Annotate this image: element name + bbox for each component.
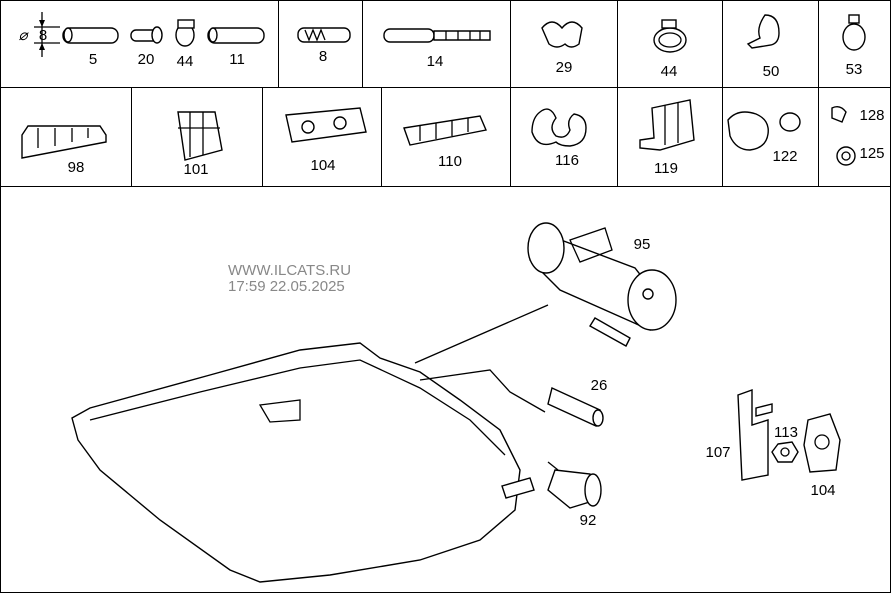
part-label-104[interactable]: 104 [310,157,336,174]
part-label-113[interactable]: 113 [774,424,798,441]
watermark-site: WWW.ILCATS.RU [228,262,352,279]
fuel-tank-icon [71,342,535,583]
watermark: WWW.ILCATS.RU 17:59 22.05.2025 [228,263,351,295]
braided-hose-8-icon [297,27,351,43]
cell-row1-50 [723,0,819,88]
fuel-line-icon [419,369,546,413]
part-label-107[interactable]: 107 [705,444,731,461]
cell-row1-14 [363,0,511,88]
bracket-107-icon [737,389,773,481]
clip-101-icon [177,111,223,161]
part-label-26[interactable]: 26 [590,377,608,394]
diameter-value: 8 [38,27,48,44]
hose-5-icon [62,27,119,44]
part-label-11[interactable]: 11 [229,51,245,68]
fuel-filter-92-icon [547,461,602,509]
holder-104b-icon [803,413,841,473]
sleeve-20-icon [130,26,163,44]
cell-row1-29 [511,0,618,88]
dimension-marker [34,12,60,57]
part-label-8[interactable]: 8 [318,48,328,65]
cell-row2-101 [132,88,263,187]
cell-row1-8 [279,0,363,88]
fuel-pump-95-icon [527,222,677,347]
part-label-14[interactable]: 14 [426,53,444,70]
part-label-20[interactable]: 20 [137,51,155,68]
cell-row2-104 [263,88,382,187]
watermark-timestamp: 17:59 22.05.2025 [228,277,345,295]
strap-clamp-50-icon [746,14,780,49]
diameter-symbol: ⌀ [18,27,28,44]
clip-110-icon [403,115,487,146]
clip-125-icon [836,146,856,166]
hose-11-icon [207,27,265,44]
part-label-125[interactable]: 125 [859,145,885,162]
clip-122-icon [727,111,801,151]
cell-row2-110 [382,88,511,187]
part-label-122[interactable]: 122 [772,148,798,165]
clip-116-icon [531,108,587,147]
part-label-110[interactable]: 110 [438,153,462,170]
part-label-104b[interactable]: 104 [810,482,836,499]
part-label-116[interactable]: 116 [555,152,579,169]
part-label-98[interactable]: 98 [67,159,85,176]
part-label-119[interactable]: 119 [654,160,678,177]
clamp-53-icon [842,14,866,51]
part-label-5[interactable]: 5 [88,51,98,68]
nut-113-icon [771,441,799,463]
part-label-53[interactable]: 53 [845,61,863,78]
part-label-44b[interactable]: 44 [660,63,678,80]
leader-line [414,304,549,364]
cell-row2-98 [0,88,132,187]
part-label-128[interactable]: 128 [859,107,885,124]
part-label-44[interactable]: 44 [176,53,194,70]
clamp-44b-icon [653,19,687,53]
part-label-29[interactable]: 29 [555,59,573,76]
clamp-44-icon [175,19,195,47]
part-label-95[interactable]: 95 [633,236,651,253]
part-label-92[interactable]: 92 [579,512,597,529]
connector-14-icon [383,28,491,43]
cell-row2-119 [618,88,723,187]
hose-26-icon [547,387,604,427]
holder-104-icon [285,107,367,143]
cell-row1-44 [618,0,723,88]
clip-29-icon [541,21,583,48]
part-label-101[interactable]: 101 [183,161,209,178]
clip-128-icon [831,105,847,123]
cell-row2-116 [511,88,618,187]
cell-row2-122 [723,88,819,187]
clip-119-icon [639,99,695,151]
cell-row1-hoses [0,0,279,88]
part-label-50[interactable]: 50 [762,63,780,80]
clip-98-icon [21,125,107,159]
